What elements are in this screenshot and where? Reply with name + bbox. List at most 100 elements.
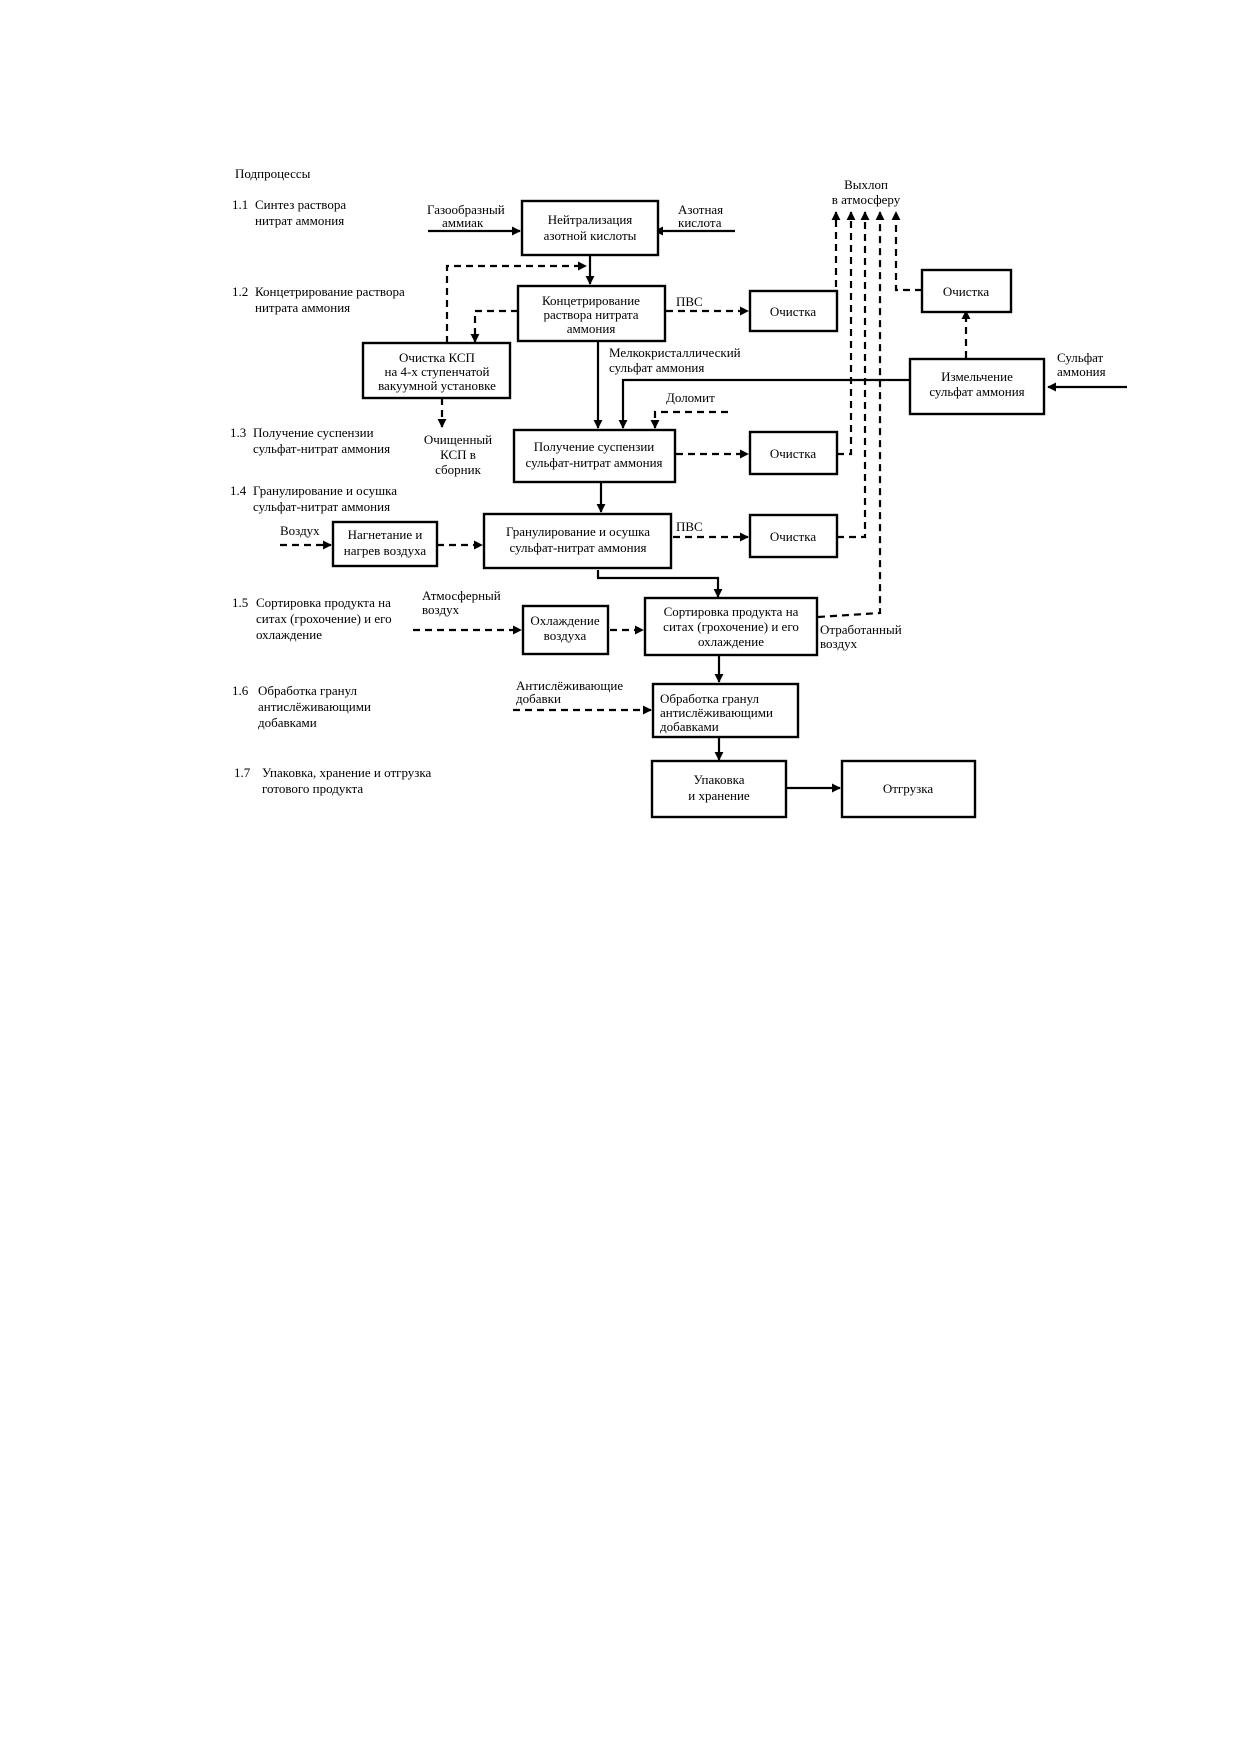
box-text: Охлаждение [530,613,599,628]
box-ksp-cleaning: Очистка КСП на 4-х ступенчатой вакуумной… [361,341,512,400]
box-text: Очистка [943,284,989,299]
subprocess-text: ситах (грохочение) и его [256,611,392,626]
box-cleaning-2: Очистка [748,430,839,476]
box-cleaning-4: Очистка [920,268,1013,314]
box-text: Упаковка [694,772,745,787]
label-purified-ksp: Очищенный [424,432,492,447]
box-text: Нейтрализация [548,212,633,227]
label-exhaust: в атмосферу [832,192,901,207]
subprocess-list: Подпроцессы 1.1 Синтез раствора нитрат а… [230,166,432,796]
box-text: и хранение [688,788,750,803]
box-text: Гранулирование и осушка [506,524,650,539]
box-neutralization: Нейтрализация азотной кислоты [520,199,660,257]
label-ammonium-sulfate: аммония [1057,364,1106,379]
label-atm-air: Атмосферный [422,588,501,603]
box-text: Очистка [770,446,816,461]
label-pvs: ПВС [676,294,703,309]
subprocess-1-1: 1.1 Синтез раствора нитрат аммония [232,197,346,228]
subprocess-1-7: 1.7 Упаковка, хранение и отгрузка готово… [234,765,432,796]
box-text: раствора нитрата [543,307,638,322]
subprocess-number: 1.3 [230,425,246,440]
subprocess-text: сульфат-нитрат аммония [253,441,390,456]
flow-labels: Выхлоп в атмосферу Газообразный аммиак А… [280,177,1106,706]
box-text: азотной кислоты [544,228,637,243]
box-text: аммония [567,321,616,336]
subprocess-text: добавками [258,715,317,730]
subprocess-1-6: 1.6 Обработка гранул антислёживающими до… [232,683,371,730]
box-air-cooling: Охлаждение воздуха [521,604,610,656]
subprocess-text: охлаждение [256,627,322,642]
label-spent-air: Отработанный [820,622,902,637]
box-grinding: Измельчение сульфат аммония [908,357,1046,416]
box-packing: Упаковка и хранение [650,759,788,819]
exhaust-line-sorting [817,211,885,619]
connectors [280,211,1127,793]
arrow-dolomite [650,410,728,429]
box-text: Концетрирование [542,293,640,308]
subprocess-text: Получение суспензии [253,425,374,440]
subprocess-1-2: 1.2 Концетрирование раствора нитрата амм… [232,284,405,315]
box-text: Отгрузка [883,781,933,796]
subprocess-text: нитрата аммония [255,300,350,315]
subprocess-text: Обработка гранул [258,683,358,698]
box-anticaking: Обработка гранул антислёживающими добавк… [651,682,800,739]
label-anticaking-additives: добавки [516,691,561,706]
subprocess-1-5: 1.5 Сортировка продукта на ситах (грохоч… [232,595,392,642]
label-nitric-acid: кислота [678,215,722,230]
box-text: Очистка [770,529,816,544]
box-text: Сортировка продукта на [664,604,799,619]
box-concentration: Концетрирование раствора нитрата аммония [516,284,667,343]
subprocess-number: 1.5 [232,595,248,610]
box-text: Измельчение [941,369,1013,384]
box-text: Нагнетание и [348,527,423,542]
exhaust-line-cleaning-4 [891,211,922,292]
box-text: сульфат-нитрат аммония [525,455,662,470]
subprocess-text: Синтез раствора [255,197,346,212]
subprocess-text: Гранулирование и осушка [253,483,397,498]
box-text: нагрев воздуха [344,543,427,558]
box-text: Очистка [770,304,816,319]
label-nitric-acid: Азотная [678,202,723,217]
box-shipment: Отгрузка [840,759,977,819]
box-suspension: Получение суспензии сульфат-нитрат аммон… [512,428,677,484]
subprocess-text: антислёживающими [258,699,371,714]
arrow-ksp-return [445,261,587,343]
subprocess-number: 1.7 [234,765,251,780]
box-cleaning-1: Очистка [748,289,839,333]
subprocess-number: 1.1 [232,197,248,212]
subprocess-text: Упаковка, хранение и отгрузка [262,765,432,780]
box-sorting: Сортировка продукта на ситах (грохочение… [643,596,819,657]
subprocess-1-3: 1.3 Получение суспензии сульфат-нитрат а… [230,425,390,456]
subprocess-number: 1.2 [232,284,248,299]
subprocess-1-4: 1.4 Гранулирование и осушка сульфат-нитр… [230,483,397,514]
subprocess-text: сульфат-нитрат аммония [253,499,390,514]
label-fine-sulfate: Мелкокристаллический [609,345,741,360]
box-text: Обработка гранул [660,691,760,706]
exhaust-line-cleaning-3 [837,211,870,539]
box-text: вакуумной установке [378,378,496,393]
box-text: антислёживающими [660,705,773,720]
label-ammonium-sulfate: Сульфат [1057,350,1104,365]
label-purified-ksp: КСП в [440,447,476,462]
subprocess-number: 1.4 [230,483,247,498]
label-purified-ksp: сборник [435,462,481,477]
subprocess-heading: Подпроцессы [235,166,311,181]
box-granulation: Гранулирование и осушка сульфат-нитрат а… [482,512,673,570]
box-text: воздуха [544,628,587,643]
arrow-granulation-to-sorting [596,570,723,598]
box-text: на 4-х ступенчатой [385,364,490,379]
label-dolomite: Доломит [666,390,715,405]
box-cleaning-3: Очистка [748,513,839,559]
label-air: Воздух [280,523,320,538]
box-text: сульфат-нитрат аммония [509,540,646,555]
box-text: сульфат аммония [929,384,1024,399]
subprocess-text: нитрат аммония [255,213,344,228]
box-text: Получение суспензии [534,439,655,454]
box-text: ситах (грохочение) и его [663,619,799,634]
box-text: добавками [660,719,719,734]
subprocess-text: Сортировка продукта на [256,595,391,610]
subprocess-text: готового продукта [262,781,363,796]
process-boxes: Нейтрализация азотной кислоты Концетриро… [331,199,1046,819]
label-anticaking-additives: Антислёживающие [516,678,623,693]
